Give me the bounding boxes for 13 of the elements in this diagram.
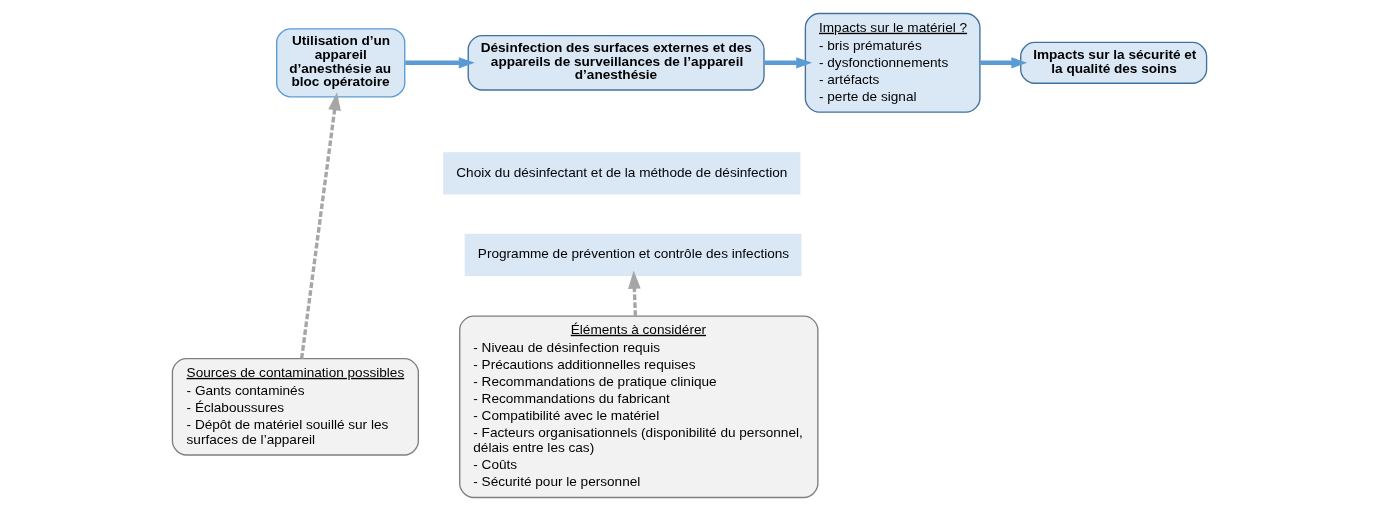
arrow [764,56,813,68]
node-box: Programme de prévention et contrôle des infections [464,233,802,276]
node-box: Utilisation d’un appareil d’anesthésie au bloc opératoire [276,27,406,97]
node-box: Impacts sur le matériel ? - bris prématurés - dysfonctionnements - artéfacts - perte de signal [804,12,981,113]
arrow [405,56,475,68]
arrow [980,56,1028,68]
node-box: Choix du désinfectant et de la méthode de désinfection [443,151,801,194]
arrow [299,91,341,359]
node-box: Sources de contamination possibles - Gants contaminés - Éclaboussures - Dépôt de matériel souillé sur les surfaces de l’appareil [171,357,420,456]
node-box: Impacts sur la sécurité et la qualité des soins [1020,41,1208,84]
node-box: Désinfection des surfaces externes et des appareils de surveillances de l’appareil d’anesthésie [467,34,765,91]
node-box: Éléments à considérer - Niveau de désinfection requis - Précautions additionnelles requises - Recommandations de pratique clinique - Recommandations du fabricant - Compatibilité avec le matériel - Facteurs organisationnels (disponibilité du personnel, délais entre les cas) - Coûts - Sécurité pour le personnel [459,314,819,498]
arrow [628,270,641,316]
